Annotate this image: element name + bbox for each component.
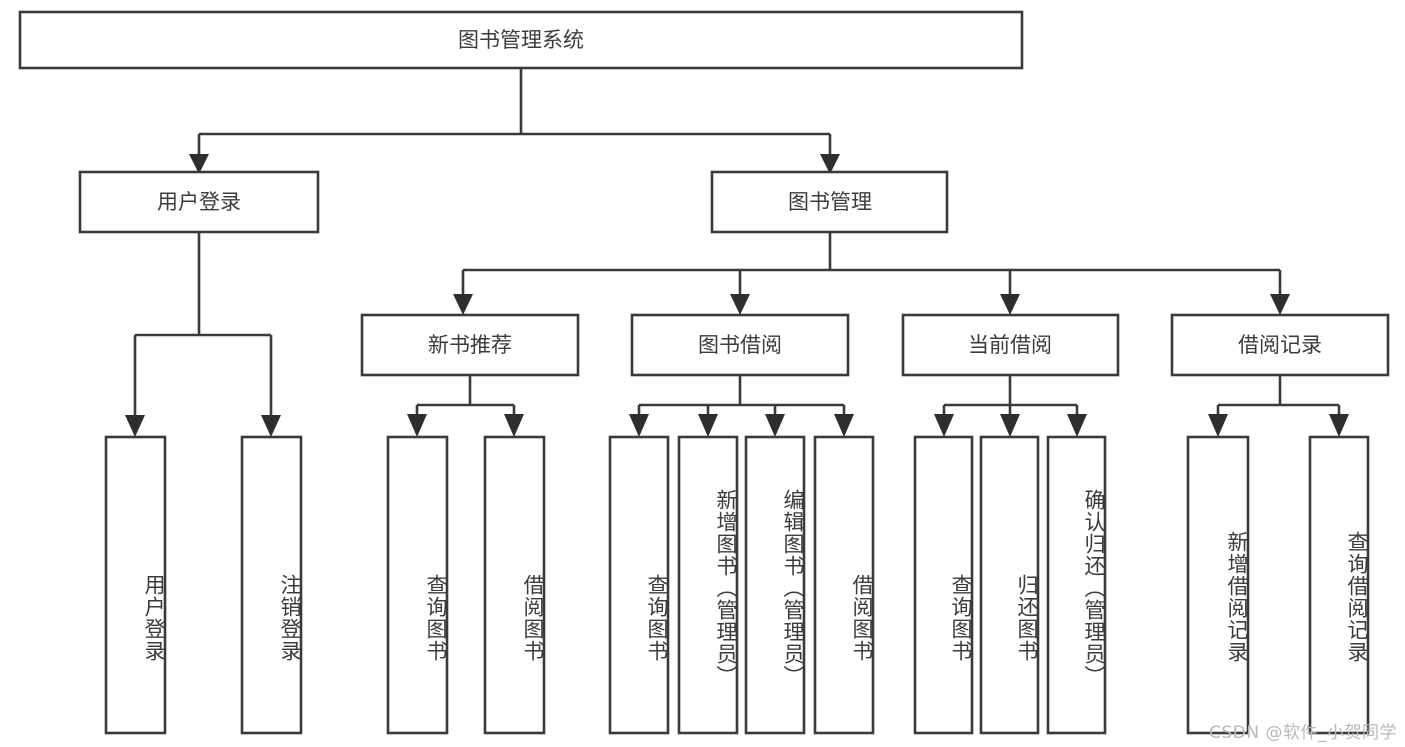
node-book-manage-label: 图书管理 (788, 190, 872, 214)
arrowhead-bb-edit-book (765, 414, 785, 437)
leaf-box-bb-add-book[interactable] (677, 435, 739, 735)
connectors-new-book-to-leaves (407, 375, 524, 437)
node-root[interactable]: 图书管理系统 (18, 10, 1024, 70)
leaf-box-cb-return-book[interactable] (979, 435, 1040, 735)
arrowhead-leaf-logout (261, 415, 281, 437)
arrowhead-user-login (189, 154, 209, 174)
leaf-box-user-login[interactable] (104, 435, 167, 735)
arrowhead-nb-query-book (407, 414, 427, 437)
connectors-user-login-to-leaves (125, 232, 281, 437)
connectors-borrow-record-to-leaves (1208, 375, 1349, 437)
leaf-box-nb-borrow-book[interactable] (483, 435, 546, 735)
node-book-borrow-label: 图书借阅 (698, 333, 782, 357)
arrowhead-new-book (453, 294, 473, 315)
leaf-box-br-query-record[interactable] (1308, 435, 1370, 735)
node-new-book-recommend[interactable]: 新书推荐 (360, 313, 580, 377)
node-new-book-recommend-label: 新书推荐 (428, 333, 512, 357)
arrowhead-nb-borrow-book (504, 414, 524, 437)
node-borrow-record-label: 借阅记录 (1238, 333, 1322, 357)
node-current-borrow[interactable]: 当前借阅 (901, 313, 1120, 377)
leaf-boxes (104, 435, 1370, 735)
watermark-text: CSDN @软件_小贺同学 (1209, 723, 1397, 743)
node-book-borrow[interactable]: 图书借阅 (630, 313, 850, 377)
arrowhead-cb-confirm-return (1067, 414, 1087, 437)
node-root-label: 图书管理系统 (458, 28, 584, 52)
connectors-root-to-level2 (189, 68, 840, 174)
connectors-book-manage-to-level3 (453, 232, 1290, 315)
node-current-borrow-box[interactable] (901, 313, 1120, 377)
leaf-box-bb-borrow-book[interactable] (813, 435, 875, 735)
node-user-login-box[interactable] (78, 170, 320, 234)
arrowhead-borrow-record (1270, 294, 1290, 315)
node-root-box[interactable] (18, 10, 1024, 70)
node-borrow-record[interactable]: 借阅记录 (1170, 313, 1390, 377)
leaf-box-cb-confirm-return[interactable] (1046, 435, 1107, 735)
arrowhead-leaf-user-login (125, 415, 145, 437)
node-borrow-record-box[interactable] (1170, 313, 1390, 377)
arrowhead-book-manage (820, 154, 840, 174)
arrowhead-br-add-record (1208, 414, 1228, 437)
arrowhead-br-query-record (1329, 414, 1349, 437)
arrowhead-bb-add-book (698, 414, 718, 437)
connectors-book-borrow-to-leaves (629, 375, 854, 437)
leaf-box-bb-edit-book[interactable] (744, 435, 806, 735)
leaf-box-br-add-record[interactable] (1186, 435, 1250, 735)
leaf-box-logout[interactable] (240, 435, 303, 735)
arrowhead-book-borrow (730, 294, 750, 315)
leaf-box-cb-query-book[interactable] (913, 435, 974, 735)
node-book-manage-box[interactable] (710, 170, 949, 234)
node-new-book-recommend-box[interactable] (360, 313, 580, 377)
arrowhead-bb-borrow-book (834, 414, 854, 437)
node-book-borrow-box[interactable] (630, 313, 850, 377)
node-user-login[interactable]: 用户登录 (78, 170, 320, 234)
arrowhead-bb-query-book (629, 414, 649, 437)
leaf-box-bb-query-book[interactable] (608, 435, 670, 735)
arrowhead-current-borrow (1000, 294, 1020, 315)
leaf-box-nb-query-book[interactable] (386, 435, 449, 735)
arrowhead-cb-return-book (1000, 414, 1020, 437)
node-current-borrow-label: 当前借阅 (968, 333, 1052, 357)
node-book-manage[interactable]: 图书管理 (710, 170, 949, 234)
node-user-login-label: 用户登录 (157, 190, 241, 214)
arrowhead-cb-query-book (934, 414, 954, 437)
connectors-current-borrow-to-leaves (934, 375, 1087, 437)
